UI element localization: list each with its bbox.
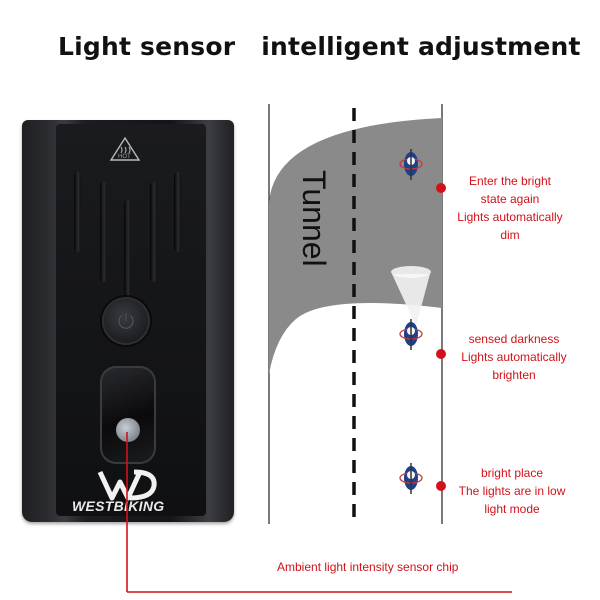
callout-line: state again	[480, 192, 540, 206]
callout-line: sensed darkness	[468, 332, 560, 346]
callout-darkness: sensed darkness Lights automatically bri…	[446, 330, 582, 384]
power-button[interactable]	[102, 297, 150, 345]
power-icon	[117, 313, 135, 330]
sensor-caption: Ambient light intensity sensor chip	[277, 560, 459, 574]
bike-headlight-device: HOT WESTBIKING	[22, 120, 234, 522]
callout-bright-again: Enter the bright state again Lights auto…	[446, 172, 574, 244]
vent-slot	[174, 172, 181, 252]
callout-line: Enter the bright	[468, 174, 552, 188]
callout-dot	[436, 349, 446, 359]
vent-slot	[100, 182, 107, 282]
vent-slot	[124, 200, 131, 310]
cyclist-icon	[399, 463, 423, 494]
callout-line: Lights automatically	[457, 210, 563, 224]
callout-dot	[436, 481, 446, 491]
vent-slot	[150, 182, 157, 282]
title-part-1: Light sensor	[58, 32, 236, 61]
callout-line: brighten	[492, 368, 536, 382]
callout-bright-place: bright place The lights are in low light…	[446, 464, 578, 518]
headlight-beam-icon	[392, 274, 430, 326]
callout-line: bright place	[480, 466, 544, 480]
hot-warning-icon	[109, 136, 141, 161]
title-part-2: intelligent adjustment	[261, 32, 581, 61]
vent-slot	[74, 172, 81, 252]
page-title: Light sensor intelligent adjustment	[58, 32, 581, 61]
callout-line: Lights automatically	[461, 350, 567, 364]
tunnel-label: Tunnel	[296, 170, 332, 267]
callout-dot	[436, 183, 446, 193]
callout-line: dim	[500, 228, 520, 242]
brand-name: WESTBIKING	[72, 498, 165, 514]
callout-line: The lights are in low	[458, 484, 566, 498]
ambient-light-sensor-chip	[116, 418, 140, 442]
cyclist-icon	[399, 149, 423, 180]
road-diagram	[268, 104, 446, 524]
brand-logo-icon	[97, 469, 157, 501]
hot-label: HOT	[118, 154, 131, 160]
cyclist-icon	[399, 319, 423, 350]
callout-line: light mode	[484, 502, 540, 516]
sensor-window	[100, 366, 156, 464]
